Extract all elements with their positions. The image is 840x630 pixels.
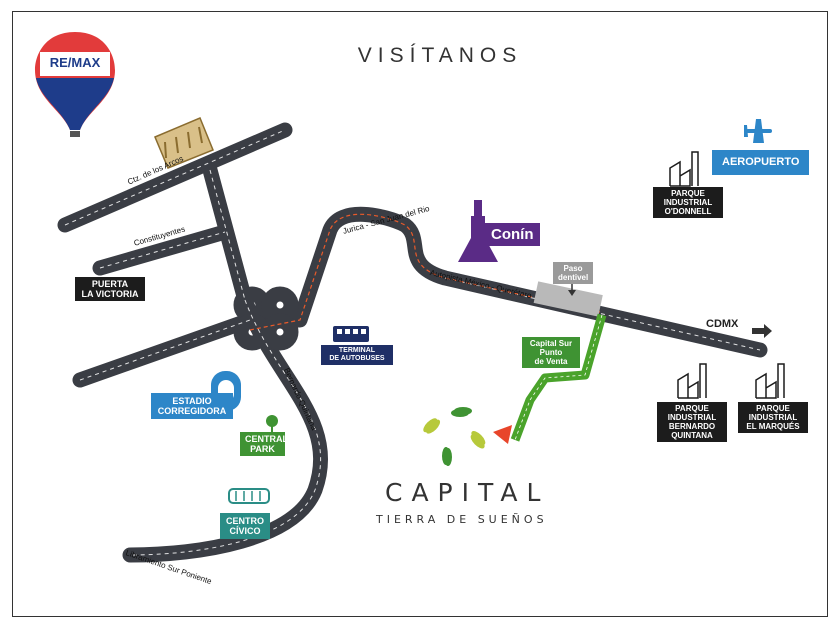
paso-dentivel-overpass [533, 281, 603, 317]
aqueduct-icon [154, 117, 214, 169]
label-puerta-la-victoria: PUERTA LA VICTORIA [75, 277, 145, 301]
label-pi-bernardo: PARQUE INDUSTRIAL BERNARDO QUINTANA [657, 402, 727, 442]
factory-icon [677, 363, 707, 399]
arrow-right-icon [752, 324, 772, 338]
building-icon [228, 488, 270, 504]
brand-tagline: TIERRA DE SUEÑOS [376, 513, 548, 526]
map-frame [12, 11, 828, 617]
factory-icon [755, 363, 785, 399]
access-road-capital [510, 313, 607, 442]
label-paso-dentivel: Paso dentivel [553, 262, 593, 284]
label-centro-civico: CENTRO CÍVICO [220, 513, 270, 539]
airplane-icon [744, 119, 772, 143]
road-network [57, 122, 768, 563]
brand-name: CAPITAL [385, 478, 550, 507]
bus-icon [333, 326, 369, 342]
label-cdmx: CDMX [706, 318, 739, 330]
label-capital-sur: Capital Sur Punto de Venta [522, 337, 580, 368]
tree-icon [266, 415, 278, 432]
label-estadio-corregidora: ESTADIO CORREGIDORA [151, 393, 233, 419]
remax-logo-text: RE/MAX [49, 55, 101, 70]
location-marker-icon [493, 425, 512, 444]
label-pi-marques: PARQUE INDUSTRIAL EL MARQUÉS [738, 402, 808, 433]
label-aeropuerto: AEROPUERTO [712, 150, 810, 175]
factory-icon [669, 151, 699, 187]
label-central-park: CENTRAL PARK [240, 432, 288, 456]
hot-air-balloon-icon [35, 32, 115, 137]
leaf-spiral-icon [423, 407, 486, 466]
label-pi-odonnell: PARQUE INDUSTRIAL O'DONNELL [653, 187, 723, 218]
label-conin: Conín [485, 223, 540, 246]
page-title: VISÍTANOS [357, 44, 523, 67]
route-highlight [249, 213, 601, 331]
road-arcos [57, 122, 293, 233]
label-terminal-autobuses: TERMINAL DE AUTOBUSES [321, 345, 393, 365]
